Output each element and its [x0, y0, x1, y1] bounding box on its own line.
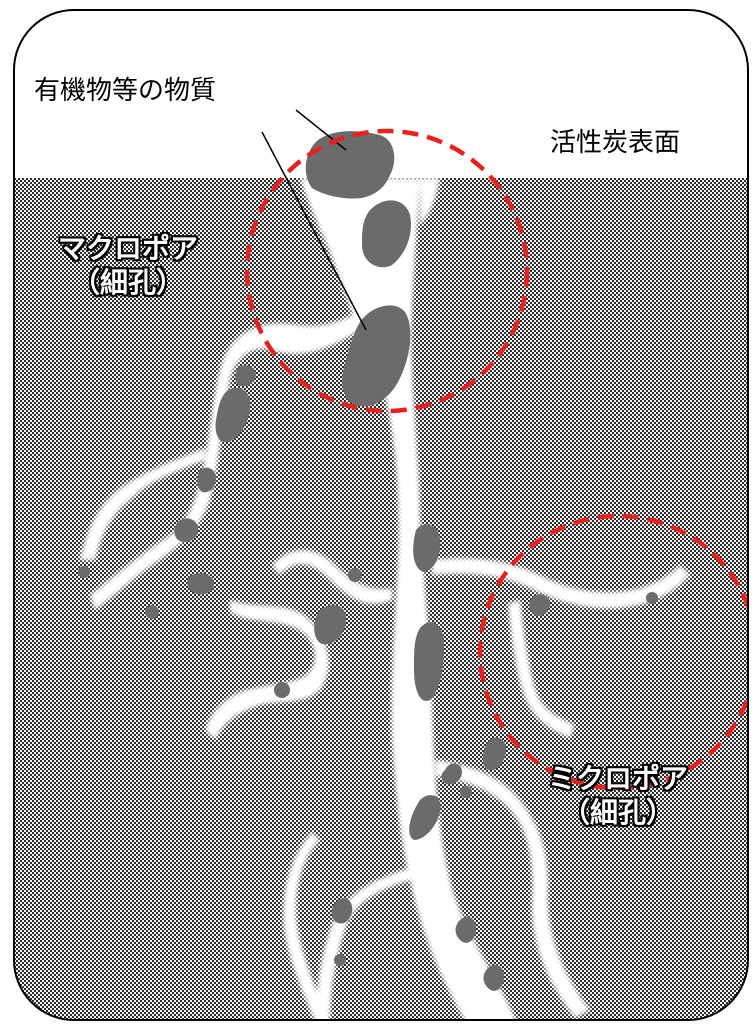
- surface-label: 活性炭表面: [550, 122, 680, 159]
- micropore-label-line2: （細孔）: [548, 796, 688, 830]
- macropore-label-line2: （細孔）: [58, 266, 198, 300]
- substance-label: 有機物等の物質: [34, 70, 216, 107]
- macropore-label: マクロポア （細孔）: [58, 232, 198, 299]
- micropore-label: ミクロポア （細孔）: [548, 762, 688, 829]
- micropore-label-line1: ミクロポア: [548, 762, 688, 796]
- macropore-label-line1: マクロポア: [58, 232, 198, 266]
